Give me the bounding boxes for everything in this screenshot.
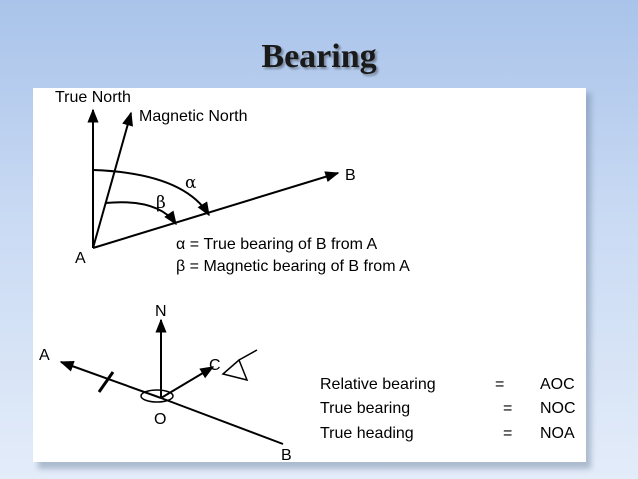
alpha-arc: [92, 169, 210, 217]
relations-table: Relative bearing = AOC True bearing = NO…: [320, 376, 576, 442]
target-arrow-oc: [160, 366, 215, 399]
heading-arrow-oa: [59, 360, 162, 399]
ship-icon: [140, 389, 174, 403]
line-ob: [160, 397, 284, 445]
magnetic-north-arrow: [92, 111, 133, 249]
bottom-diagram: N A C O B Relative bearing = AOC True be…: [39, 303, 576, 462]
alpha-symbol: α: [185, 173, 197, 193]
diagram-panel: True North Magnetic North A B α β α = Tr…: [33, 88, 586, 462]
beta-symbol: β: [156, 193, 166, 213]
top-diagram: True North Magnetic North A B α β α = Tr…: [55, 89, 410, 275]
origin-o-label: O: [154, 411, 166, 428]
heading-a-label: A: [39, 347, 50, 364]
line-a-to-b: [92, 171, 340, 249]
target-c-label: C: [209, 357, 221, 374]
relation-eq: =: [503, 400, 512, 417]
legend-beta: β = Magnetic bearing of B from A: [176, 258, 410, 275]
relation-value: AOC: [540, 376, 575, 393]
beta-arc: [104, 201, 177, 226]
north-label: N: [155, 303, 167, 320]
relation-name: Relative bearing: [320, 376, 436, 393]
relation-eq: =: [495, 376, 504, 393]
true-north-label: True North: [55, 89, 131, 106]
aircraft-icon: [221, 349, 258, 382]
legend-alpha: α = True bearing of B from A: [176, 236, 378, 253]
heading-tick-mark: [97, 371, 115, 393]
relation-name: True bearing: [320, 400, 410, 417]
point-b-label: B: [345, 167, 356, 184]
relation-value: NOA: [540, 425, 575, 442]
slide-title: Bearing: [261, 38, 377, 75]
bearing-diagram: True North Magnetic North A B α β α = Tr…: [39, 89, 576, 462]
relation-name: True heading: [320, 425, 414, 442]
relation-value: NOC: [540, 400, 576, 417]
line-b-label: B: [281, 447, 292, 462]
magnetic-north-label: Magnetic North: [139, 108, 248, 125]
point-a-label: A: [75, 250, 86, 267]
relation-eq: =: [503, 425, 512, 442]
